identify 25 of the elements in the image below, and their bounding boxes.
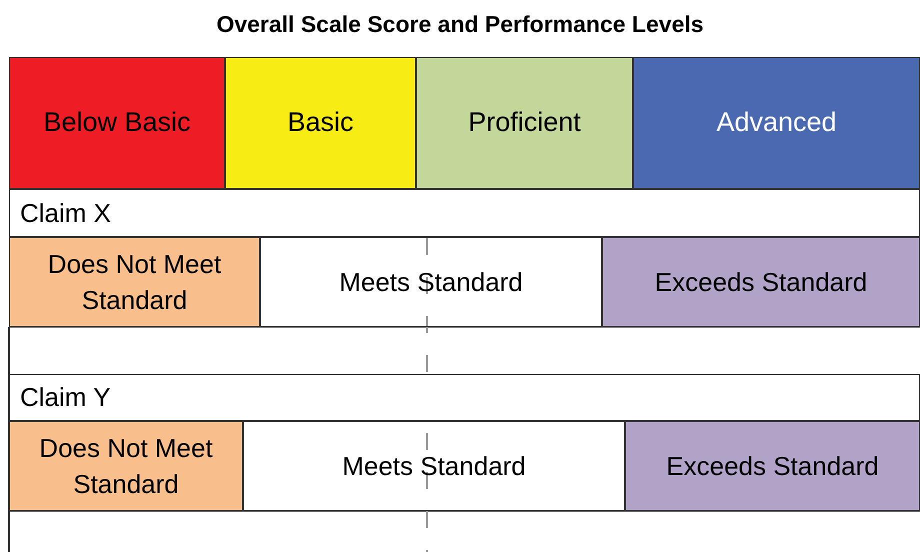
box-label: Exceeds Standard [666, 450, 879, 483]
claim-row [9, 374, 920, 421]
standard-box [9, 421, 243, 511]
standard-box [243, 421, 625, 511]
box-label: Proficient [468, 106, 581, 140]
box-label: Does Not Meet Standard [46, 248, 222, 317]
standard-box [625, 421, 920, 511]
box-label: Advanced [716, 106, 837, 140]
performance-level-box [416, 57, 633, 189]
box-label: Meets Standard [342, 450, 526, 483]
box-label: Exceeds Standard [654, 266, 868, 299]
title: Overall Scale Score and Performance Levels [215, 10, 705, 39]
box-label: Meets Standard [339, 266, 523, 299]
claim-row [9, 189, 920, 237]
box-label: Basic [287, 106, 354, 140]
standard-box [9, 237, 260, 327]
box-label: Below Basic [43, 106, 191, 140]
box-label: Claim X [20, 196, 112, 230]
box-label: Does Not Meet Standard [38, 432, 214, 501]
box-label: Claim Y [20, 381, 111, 414]
performance-level-box [633, 57, 920, 189]
performance-level-box [9, 57, 225, 189]
standard-box [260, 237, 602, 327]
performance-level-box [225, 57, 416, 189]
standard-box [602, 237, 920, 327]
